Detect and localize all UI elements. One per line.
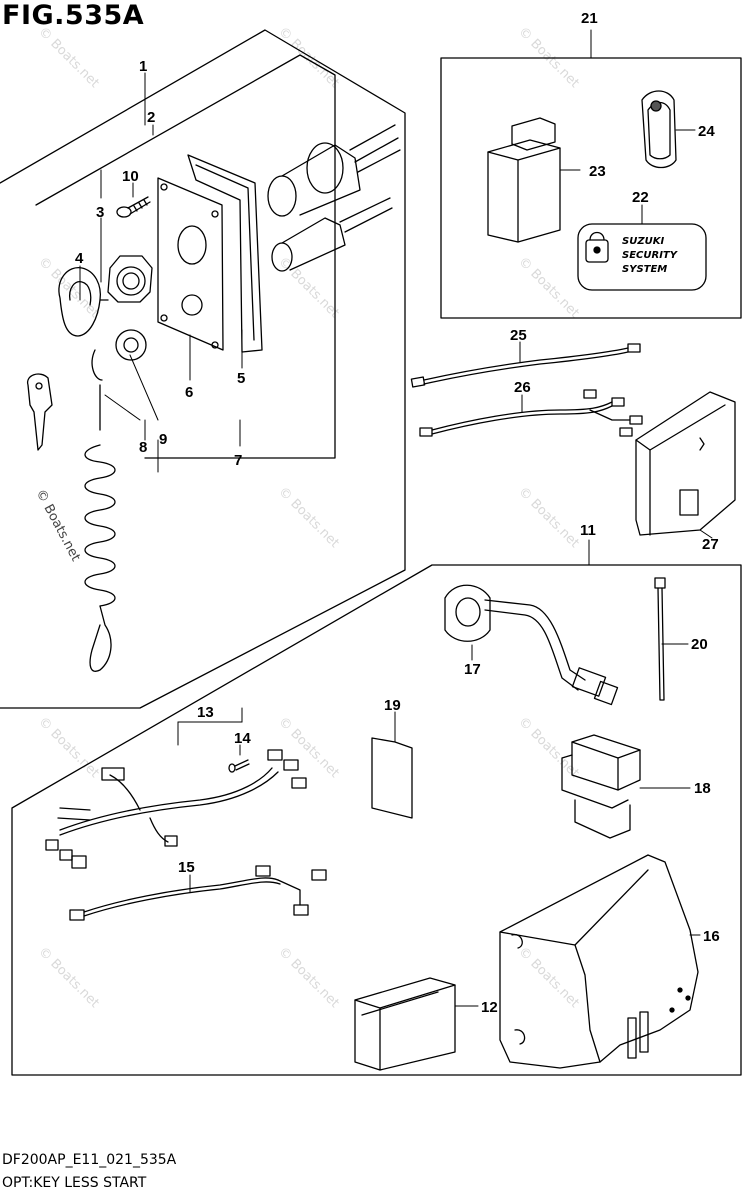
part-4-knob <box>58 267 109 337</box>
callout-14: 14 <box>234 730 251 747</box>
part-13-harness <box>45 707 307 869</box>
callout-16: 16 <box>703 928 720 945</box>
watermark: © Boats.net <box>515 484 582 551</box>
part-1-switch <box>267 124 401 217</box>
callout-7: 7 <box>234 452 242 469</box>
watermark: © Boats.net <box>275 714 342 781</box>
part-26-harness <box>419 389 643 437</box>
callout-numbers: 1 2 3 4 5 6 7 8 9 10 11 12 13 14 15 16 1… <box>75 10 720 1016</box>
callout-3: 3 <box>96 204 104 221</box>
part-9-washer <box>115 329 147 361</box>
callout-18: 18 <box>694 780 711 797</box>
callout-11: 11 <box>580 522 596 539</box>
group-11-box <box>11 564 742 1076</box>
figure-code: DF200AP_E11_021_535A <box>2 1152 177 1168</box>
callout-20: 20 <box>691 636 708 653</box>
callout-23: 23 <box>589 163 606 180</box>
figure-caption: OPT:KEY LESS START <box>2 1175 147 1191</box>
watermark: © Boats.net <box>515 254 582 321</box>
part-12-case <box>354 977 479 1071</box>
watermark: © Boats.net <box>35 254 102 321</box>
part-24-key-fob <box>641 90 696 169</box>
group-1-box <box>0 29 406 709</box>
callout-27: 27 <box>702 536 719 553</box>
part-23-module <box>487 117 581 243</box>
callout-24: 24 <box>698 123 715 140</box>
key <box>27 373 53 451</box>
part-14-screw <box>228 744 250 773</box>
leader-lines-group-1 <box>79 72 243 473</box>
watermark: © Boats.net <box>275 484 342 551</box>
watermark: © Boats.net <box>35 24 102 91</box>
callout-26: 26 <box>514 379 531 396</box>
part-18-relay <box>561 734 691 839</box>
part-8-lanyard <box>84 349 116 672</box>
watermark: © Boats.net <box>275 944 342 1011</box>
part-25-harness <box>410 341 641 388</box>
callout-4: 4 <box>75 250 84 267</box>
part-22-decal: SUZUKI SECURITY SYSTEM <box>577 204 707 291</box>
part-10-screw <box>116 196 151 218</box>
watermark: © Boats.net <box>275 24 342 91</box>
callout-21: 21 <box>581 10 598 27</box>
callout-8: 8 <box>139 439 147 456</box>
part-27-cover <box>635 391 736 539</box>
watermark: © Boats.net <box>275 254 342 321</box>
watermark: © Boats.net <box>35 714 102 781</box>
callout-1: 1 <box>139 58 147 75</box>
group-21-box <box>440 57 742 319</box>
callout-22: 22 <box>632 189 649 206</box>
part-1-connector <box>271 197 393 272</box>
callout-10: 10 <box>122 168 139 185</box>
part-3-nut <box>107 255 153 303</box>
callout-15: 15 <box>178 859 195 876</box>
callout-2: 2 <box>147 109 155 126</box>
decal-text-line3: SYSTEM <box>622 264 667 275</box>
callout-25: 25 <box>510 327 527 344</box>
callout-13: 13 <box>197 704 214 721</box>
callout-19: 19 <box>384 697 401 714</box>
watermark: © Boats.net <box>515 944 582 1011</box>
part-17-sensor <box>444 584 619 706</box>
copyright-watermark: © Boats.net <box>32 487 82 564</box>
part-16-cover <box>499 854 701 1069</box>
watermark: © Boats.net <box>35 944 102 1011</box>
callout-12: 12 <box>481 999 498 1016</box>
decal-text-line2: SECURITY <box>622 250 679 261</box>
callout-5: 5 <box>237 370 245 387</box>
part-2-panel-plate <box>157 154 263 353</box>
callout-17: 17 <box>464 661 481 678</box>
part-20-cable-tie <box>654 577 689 701</box>
part-15-harness <box>69 865 327 921</box>
callout-9: 9 <box>159 431 167 448</box>
callout-6: 6 <box>185 384 193 401</box>
decal-text-line1: SUZUKI <box>622 236 664 247</box>
figure-title: FIG.535A <box>2 0 145 31</box>
part-19-sheet <box>371 711 413 819</box>
watermarks: © Boats.net © Boats.net © Boats.net © Bo… <box>35 24 582 1011</box>
